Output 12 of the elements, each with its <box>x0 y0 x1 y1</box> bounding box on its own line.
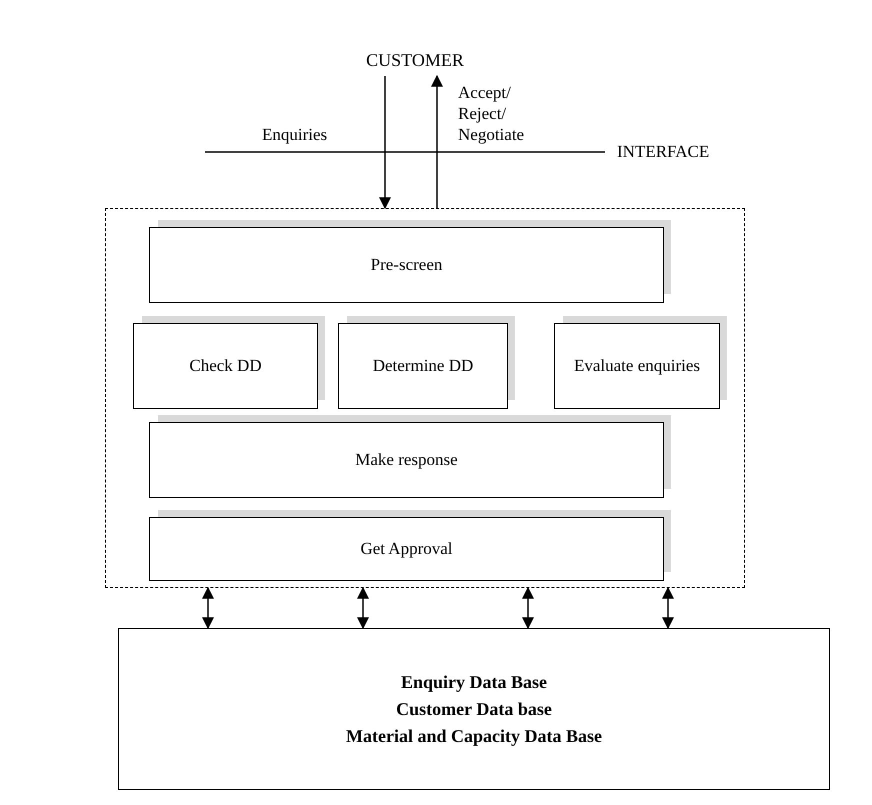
arrow <box>379 76 391 210</box>
database-name: Material and Capacity Data Base <box>346 724 602 748</box>
arrow <box>431 74 443 208</box>
database-box <box>118 628 830 790</box>
customer-label: CUSTOMER <box>355 44 475 76</box>
dashed-frame <box>105 208 745 588</box>
database-name: Enquiry Data Base <box>400 670 548 694</box>
double-arrow <box>202 586 214 630</box>
double-arrow <box>357 586 369 630</box>
database-name: Customer Data base <box>396 698 552 720</box>
double-arrow <box>662 586 674 630</box>
double-arrow <box>522 586 534 630</box>
